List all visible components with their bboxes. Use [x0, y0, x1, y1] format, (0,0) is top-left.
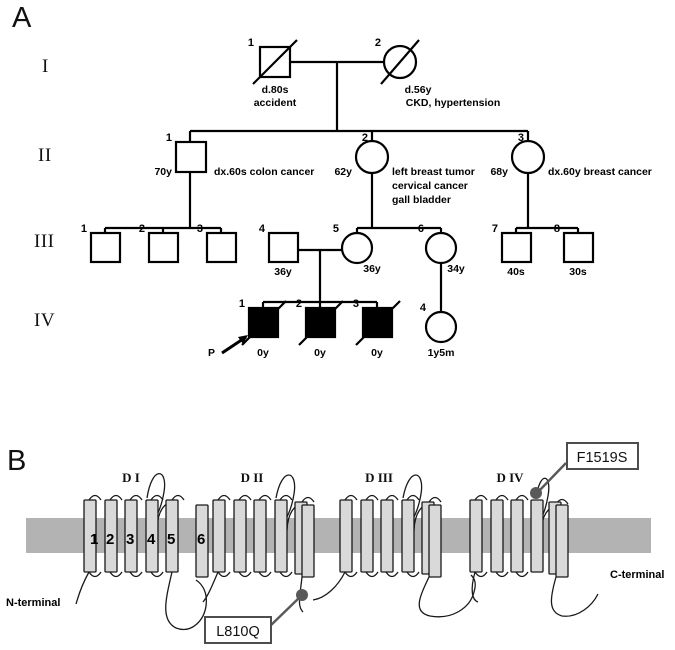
pedigree-symbol-iii-5 [340, 231, 374, 265]
note-ii-2-line2: cervical cancer [392, 180, 468, 192]
age-label-ii-1: 70y [154, 166, 172, 178]
age-label-iv-4: 1y5m [428, 347, 455, 359]
mutation-dot-f1519s [530, 487, 542, 499]
generation-label-i: I [42, 56, 49, 77]
segment-label-6: 6 [197, 531, 205, 548]
age-label-iii-6: 34y [447, 263, 465, 275]
individual-number-ii-2: 2 [362, 132, 368, 144]
individual-number-iii-7: 7 [492, 223, 498, 235]
note-ii-3: dx.60y breast cancer [548, 166, 652, 178]
pedigree-symbol-iii-4 [267, 231, 300, 264]
age-label-iv-2: 0y [314, 347, 326, 359]
individual-number-iii-2: 2 [139, 223, 145, 235]
individual-number-iii-3: 3 [197, 223, 203, 235]
individual-number-ii-1: 1 [166, 132, 172, 144]
domain-label-d2: D II [241, 470, 264, 485]
deceased-slash-i-2 [380, 39, 420, 85]
mutation-dot-l810q [296, 589, 308, 601]
pedigree-symbol-iii-8 [562, 231, 595, 264]
domain-3-group [312, 474, 476, 618]
individual-number-iv-3: 3 [353, 298, 359, 310]
segment-label-2: 2 [106, 531, 114, 548]
age-label-ii-3: 68y [490, 166, 508, 178]
individual-number-iii-4: 4 [259, 223, 266, 235]
segment-label-3: 3 [126, 531, 134, 548]
proband-arrow-icon [221, 335, 248, 355]
age-label-iii-5: 36y [363, 263, 381, 275]
n-terminal-label: N-terminal [6, 597, 60, 609]
generation-iv-symbols [241, 300, 458, 346]
segment-label-5: 5 [167, 531, 175, 548]
generation-label-ii: II [38, 145, 52, 166]
pedigree-symbol-iii-7 [500, 231, 533, 264]
mutation-box-f1519s [566, 442, 639, 470]
note-ii-2-line3: gall bladder [392, 194, 451, 206]
age-label-iii-8: 30s [569, 266, 587, 278]
deceased-slash-iv-1 [241, 300, 287, 346]
segment-label-1: 1 [90, 531, 98, 548]
pedigree-symbol-ii-1 [174, 140, 208, 174]
pedigree-symbol-ii-3 [510, 139, 546, 175]
proband-label: P [208, 347, 215, 359]
pedigree-symbol-iii-6 [424, 231, 458, 265]
pedigree-chart: 1 2 d.80s accident d.56y CKD, hypertensi… [81, 37, 652, 359]
label-i-1-line1: d.80s [262, 84, 289, 96]
note-ii-1: dx.60s colon cancer [214, 166, 314, 178]
label-i-2-line2: CKD, hypertension [406, 97, 501, 109]
generation-label-iii: III [34, 231, 55, 252]
mutation-box-l810q [204, 616, 272, 644]
individual-number-iii-1: 1 [81, 223, 87, 235]
domain-1-group: 1 2 3 4 5 6 [75, 473, 209, 631]
domain-2-group [202, 474, 315, 613]
domain-label-d3: D III [365, 470, 393, 485]
domain-4-group [469, 477, 599, 617]
individual-number-ii-3: 3 [518, 132, 524, 144]
deceased-slash-iv-2 [298, 300, 344, 346]
individual-number-i-1: 1 [248, 37, 254, 49]
mutation-f1519s-group: F1519S [530, 442, 639, 499]
pedigree-symbol-iii-3 [205, 231, 238, 264]
deceased-slash-iv-3 [355, 300, 401, 346]
panel-a-letter: A [12, 2, 32, 34]
pedigree-symbol-iv-4 [424, 310, 458, 344]
pedigree-symbol-ii-2 [354, 139, 390, 175]
domain-label-d4: D IV [496, 470, 524, 485]
age-label-ii-2: 62y [334, 166, 352, 178]
individual-number-iv-2: 2 [296, 298, 302, 310]
individual-number-iii-6: 6 [418, 223, 424, 235]
individual-number-iv-4: 4 [420, 302, 427, 314]
note-ii-2-line1: left breast tumor [392, 166, 475, 178]
mutation-label-l810q: L810Q [216, 624, 260, 640]
mutation-leader-line-l810q [267, 596, 301, 629]
pedigree-symbol-iii-2 [147, 231, 180, 264]
mutation-l810q-group: L810Q [204, 589, 308, 644]
generation-label-iv: IV [34, 310, 56, 331]
mutation-leader-line-f1519s [537, 462, 567, 493]
individual-number-iii-5: 5 [333, 223, 339, 235]
age-label-iii-4: 36y [274, 266, 292, 278]
protein-topology-diagram: 1 2 3 4 5 6 [6, 442, 664, 644]
domain-label-d1: D I [122, 470, 140, 485]
age-label-iv-3: 0y [371, 347, 383, 359]
deceased-slash-i-1 [252, 39, 298, 85]
segment-label-4: 4 [147, 531, 156, 548]
c-terminal-label: C-terminal [610, 569, 664, 581]
individual-number-i-2: 2 [375, 37, 381, 49]
panel-b-letter: B [7, 445, 27, 477]
age-label-iii-7: 40s [507, 266, 525, 278]
mutation-label-f1519s: F1519S [577, 450, 628, 466]
label-i-1-line2: accident [254, 97, 297, 109]
label-i-2-line1: d.56y [405, 84, 432, 96]
individual-number-iv-1: 1 [239, 298, 245, 310]
age-label-iv-1: 0y [257, 347, 269, 359]
individual-number-iii-8: 8 [554, 223, 560, 235]
pedigree-symbol-iii-1 [89, 231, 122, 264]
